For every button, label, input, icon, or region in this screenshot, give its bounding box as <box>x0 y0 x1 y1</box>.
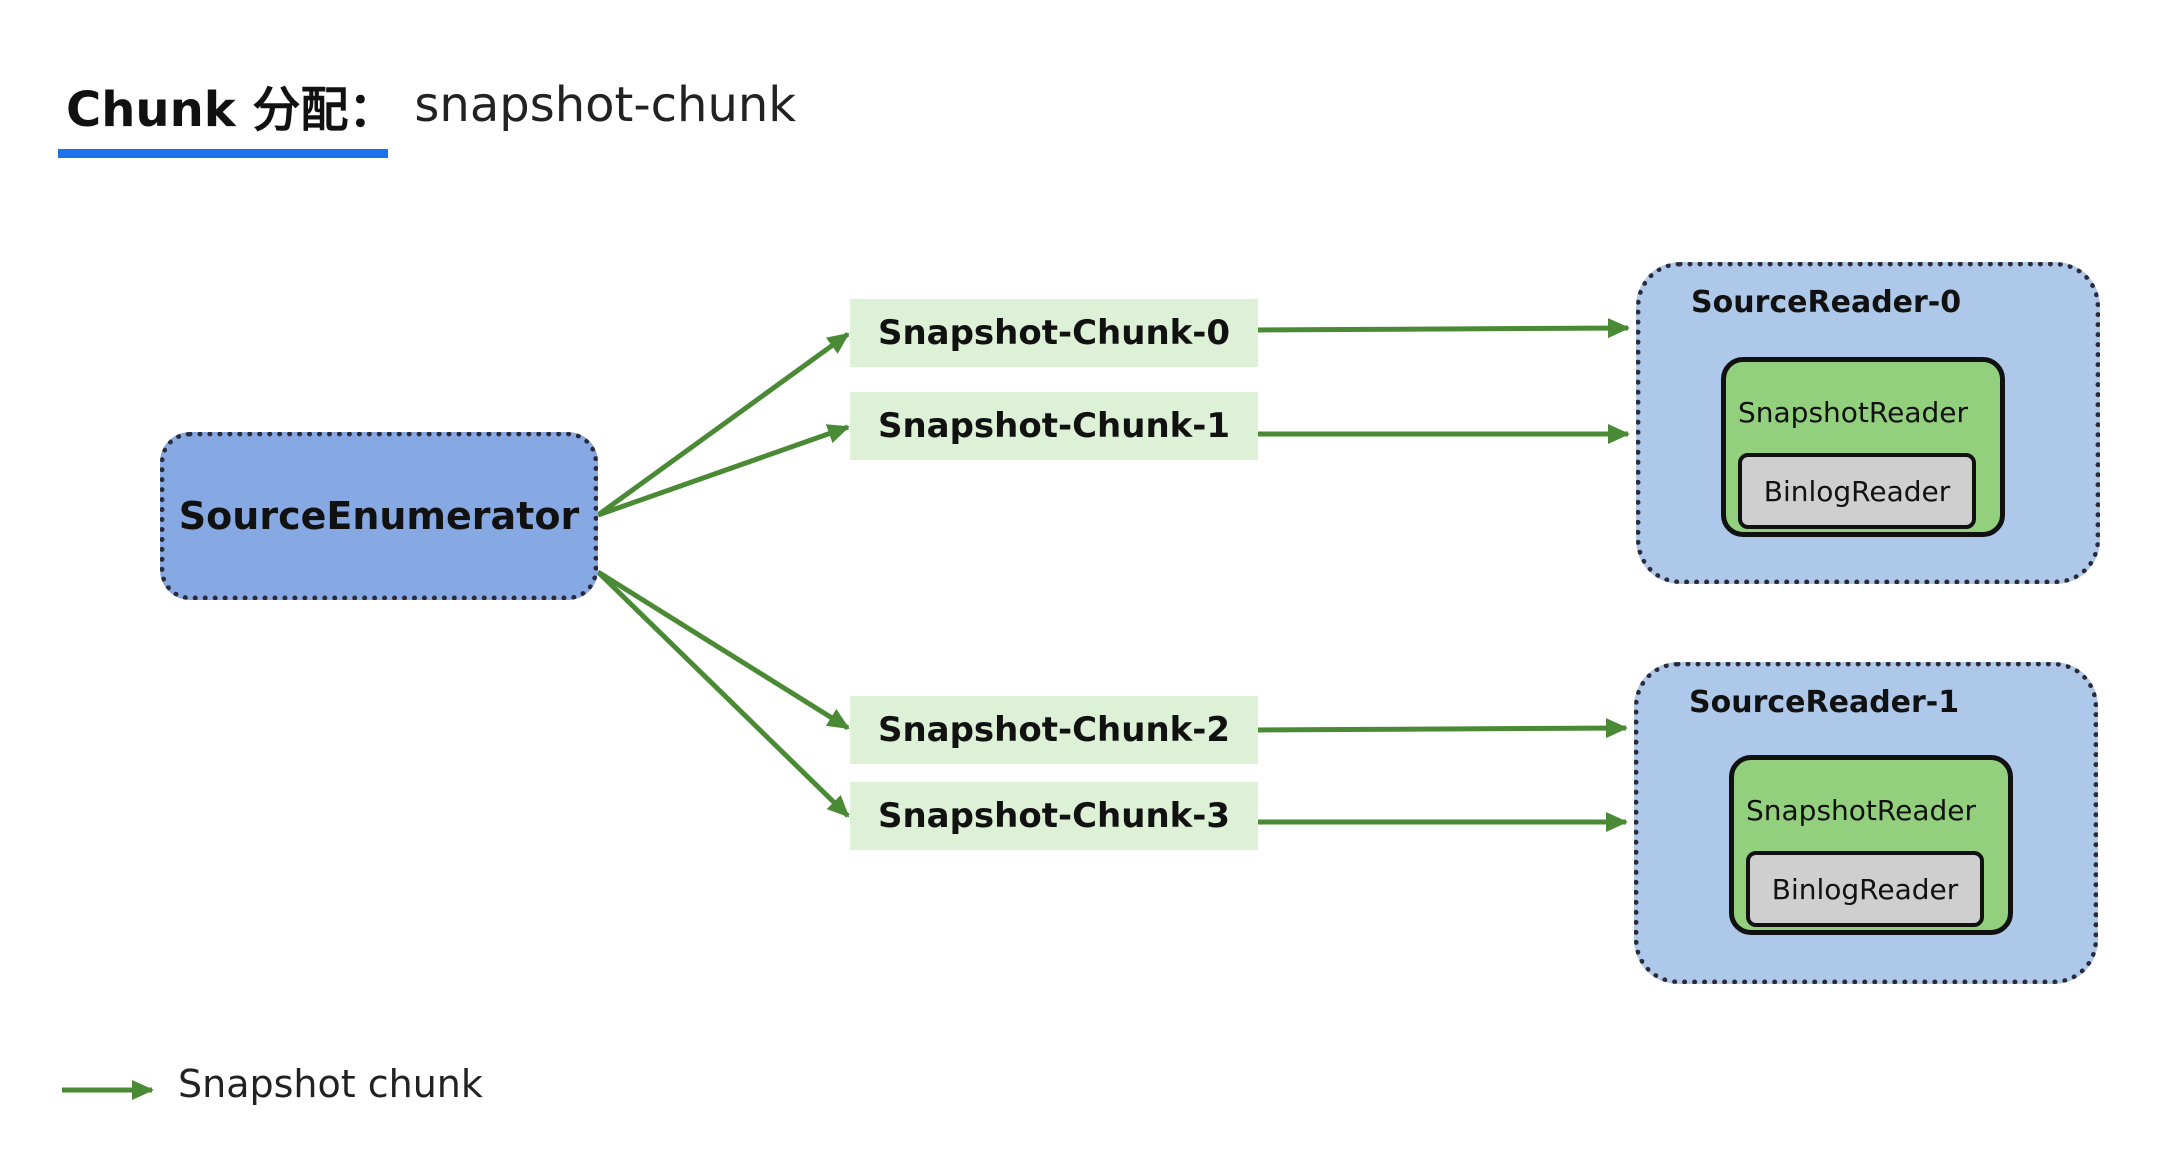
snapshot-chunk-3-label: Snapshot-Chunk-3 <box>877 796 1231 836</box>
snapshot-reader-1-label: SnapshotReader <box>1746 794 1976 827</box>
arrow-enum-chunk3 <box>596 570 850 818</box>
source-reader-1: SourceReader-1 SnapshotReader BinlogRead… <box>1634 662 2098 984</box>
snapshot-chunk-2: Snapshot-Chunk-2 <box>850 696 1258 764</box>
page-title: Chunk 分配： snapshot-chunk <box>66 70 796 140</box>
binlog-reader-0: BinlogReader <box>1738 453 1976 529</box>
arrow-enum-chunk1 <box>597 424 850 518</box>
title-underline <box>58 149 388 158</box>
binlog-reader-1-label: BinlogReader <box>1771 872 1959 906</box>
arrow-chunk2-reader1 <box>1257 718 1628 739</box>
snapshot-chunk-1: Snapshot-Chunk-1 <box>850 392 1258 460</box>
arrow-chunk0-reader0 <box>1257 318 1630 339</box>
source-reader-1-label: SourceReader-1 <box>1689 685 1960 720</box>
source-enumerator: SourceEnumerator <box>160 432 598 600</box>
snapshot-reader-0: SnapshotReader BinlogReader <box>1721 357 2005 537</box>
title-main: Chunk 分配： <box>66 82 397 138</box>
arrow-enum-chunk2 <box>596 569 850 731</box>
snapshot-chunk-0-label: Snapshot-Chunk-0 <box>877 313 1231 353</box>
snapshot-chunk-2-label: Snapshot-Chunk-2 <box>877 710 1231 750</box>
legend-label: Snapshot chunk <box>178 1062 483 1106</box>
snapshot-reader-0-label: SnapshotReader <box>1738 396 1968 429</box>
source-reader-0: SourceReader-0 SnapshotReader BinlogRead… <box>1636 262 2100 584</box>
snapshot-chunk-1-label: Snapshot-Chunk-1 <box>877 406 1231 446</box>
snapshot-reader-1: SnapshotReader BinlogReader <box>1729 755 2013 935</box>
title-sub: snapshot-chunk <box>414 77 797 133</box>
binlog-reader-1: BinlogReader <box>1746 851 1984 927</box>
snapshot-chunk-3: Snapshot-Chunk-3 <box>850 782 1258 850</box>
snapshot-chunk-0: Snapshot-Chunk-0 <box>850 299 1258 367</box>
binlog-reader-0-label: BinlogReader <box>1763 474 1951 508</box>
arrow-enum-chunk0 <box>596 331 850 518</box>
source-reader-0-label: SourceReader-0 <box>1691 285 1962 320</box>
source-enumerator-label: SourceEnumerator <box>178 494 580 538</box>
